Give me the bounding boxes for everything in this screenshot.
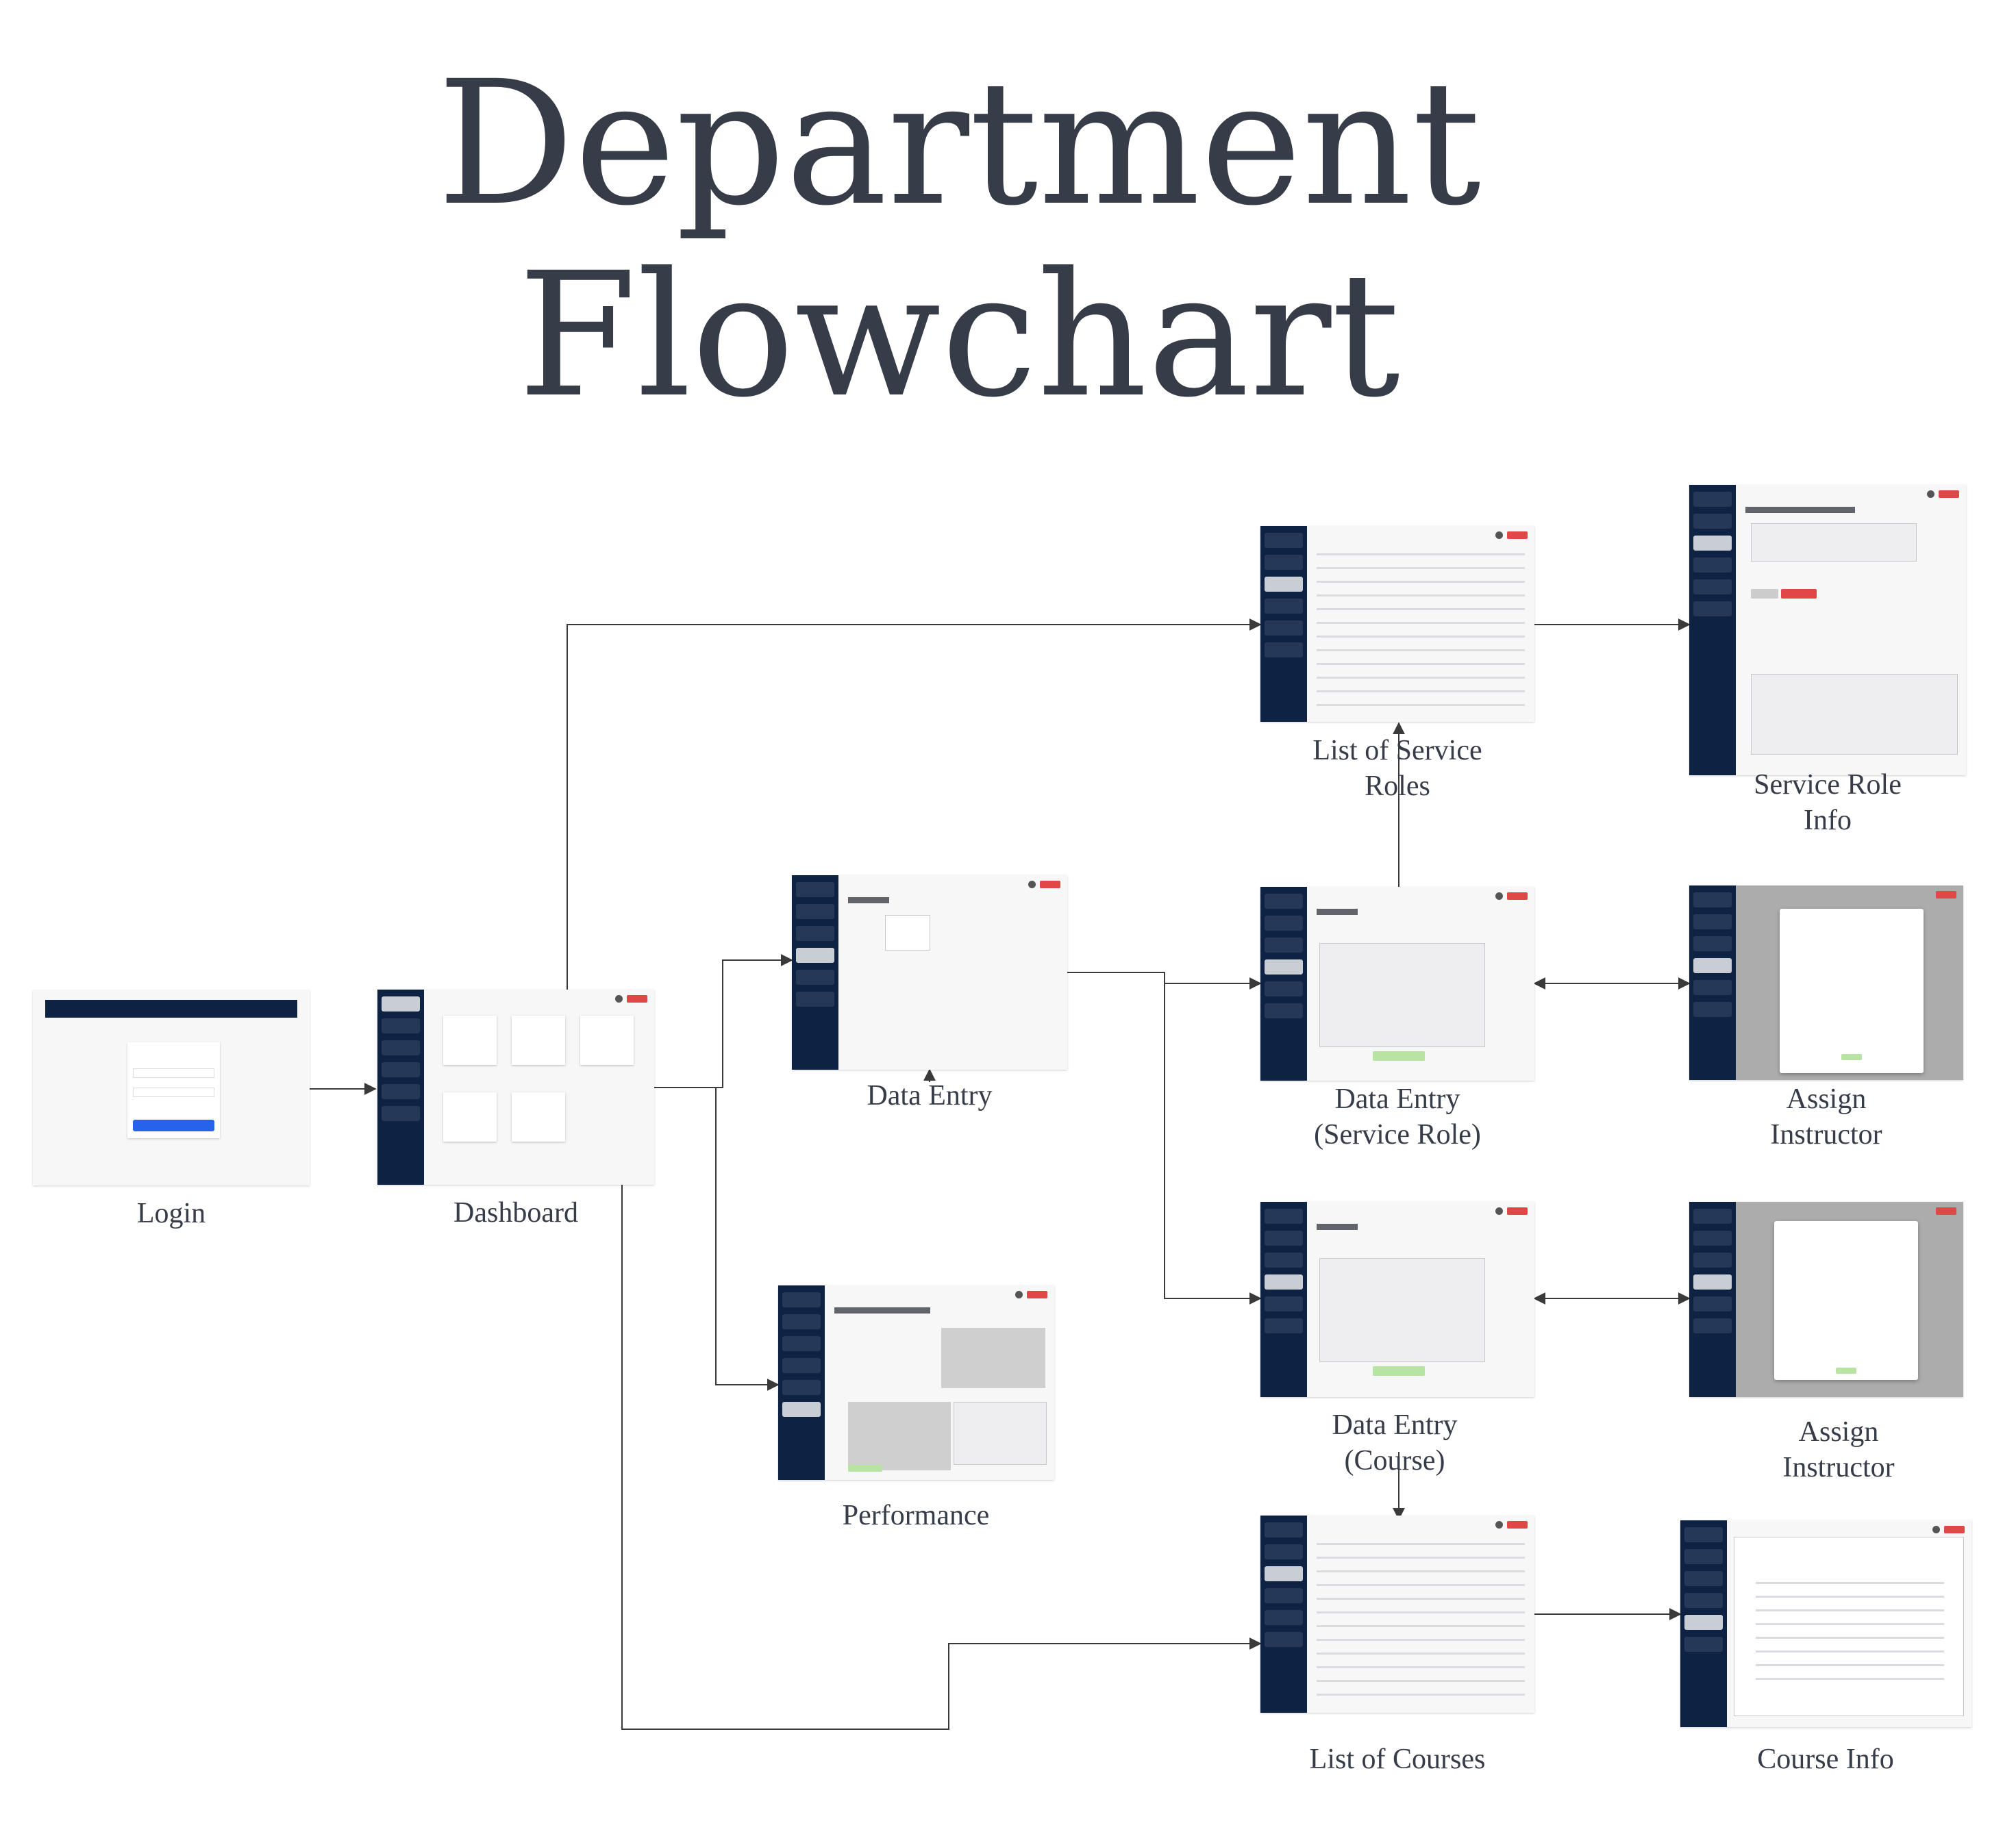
caption-assign-instructor-1: Assign Instructor [1717,1081,1936,1153]
login-topbar [45,1000,297,1018]
data-entry-service-role-screenshot [1260,887,1534,1081]
caption-ai1-line1: Assign [1786,1083,1867,1115]
graph-placeholder-2 [848,1402,951,1470]
title-line-1: Department [437,44,1481,243]
caption-list-service-roles-line1: List of Service [1312,735,1482,766]
login-screenshot [33,990,310,1185]
courses-list-screenshot [1260,1516,1534,1713]
diagram-title: Department Flowchart [0,48,1918,431]
caption-performance: Performance [842,1500,990,1531]
caption-data-entry: Data Entry [867,1080,993,1111]
caption-data-entry-course: Data Entry (Course) [1285,1407,1504,1479]
edge-dashboard-service-roles [567,618,1262,990]
assign-modal-1 [1780,909,1924,1073]
service-role-info-screenshot [1689,485,1966,775]
caption-list-service-roles: List of Service Roles [1288,733,1507,804]
edge-dashboard-courses [621,1185,1262,1730]
edge-data-entry-to-forms [1067,972,1260,1299]
assign-instructor-1-screenshot [1689,885,1963,1080]
data-entry-course-screenshot [1260,1202,1534,1397]
caption-dashboard: Dashboard [453,1197,578,1229]
caption-login: Login [136,1198,206,1229]
caption-service-role-info-line2: Info [1804,805,1852,836]
edge-dashboard-performance [654,1087,780,1391]
caption-course-info: Course Info [1757,1744,1894,1775]
caption-service-role-info-line1: Service Role [1754,769,1902,801]
caption-des-line2: (Service Role) [1314,1119,1481,1151]
signin-card [127,1042,220,1138]
caption-ai2-line1: Assign [1798,1416,1879,1448]
graph-placeholder [941,1328,1045,1388]
caption-list-service-roles-line2: Roles [1365,770,1430,802]
dashboard-screenshot [377,990,654,1185]
caption-list-courses: List of Courses [1309,1744,1486,1775]
edge-dashboard-data-entry [654,954,793,1088]
caption-ai2-line2: Instructor [1782,1452,1895,1483]
caption-dec-line2: (Course) [1344,1445,1445,1477]
assign-instructor-2-screenshot [1689,1202,1963,1397]
assign-modal-2 [1774,1221,1918,1380]
caption-service-role-info: Service Role Info [1718,767,1937,838]
title-line-2: Flowchart [518,236,1400,435]
data-entry-screenshot [792,875,1067,1070]
sign-in-button [133,1120,214,1131]
caption-data-entry-service-role: Data Entry (Service Role) [1288,1081,1507,1153]
caption-assign-instructor-2: Assign Instructor [1729,1414,1948,1485]
performance-screenshot [778,1285,1054,1480]
service-roles-list-screenshot [1260,526,1534,722]
caption-ai1-line2: Instructor [1770,1119,1882,1151]
caption-dec-line1: Data Entry [1332,1409,1458,1441]
caption-des-line1: Data Entry [1334,1083,1460,1115]
course-info-screenshot [1680,1520,1971,1727]
